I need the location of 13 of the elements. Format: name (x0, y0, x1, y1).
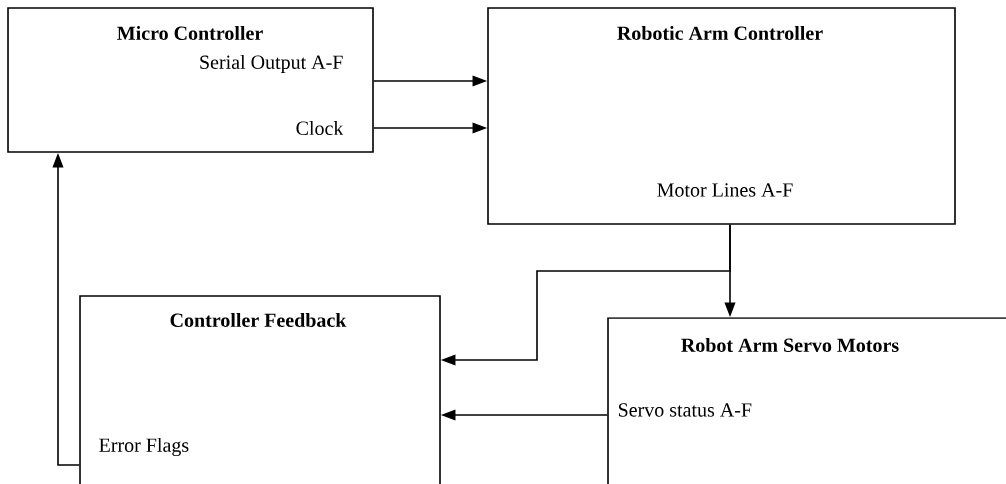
box-title: Robot Arm Servo Motors (681, 337, 899, 352)
block-box (607, 317, 1006, 484)
signal-label: Servo status A-F (618, 403, 752, 417)
block-box (487, 7, 956, 225)
box-title: Controller Feedback (170, 312, 347, 327)
signal-label: Serial Output A-F (200, 54, 343, 74)
signal-label: Motor Lines A-F (657, 183, 793, 197)
block-box (7, 7, 374, 153)
box-title: Robotic Arm Controller (617, 25, 823, 40)
signal-label: Error Flags (99, 437, 189, 457)
block-box (79, 295, 441, 484)
signal-label: Clock (296, 120, 344, 135)
box-title: Micro Controller (117, 25, 263, 40)
